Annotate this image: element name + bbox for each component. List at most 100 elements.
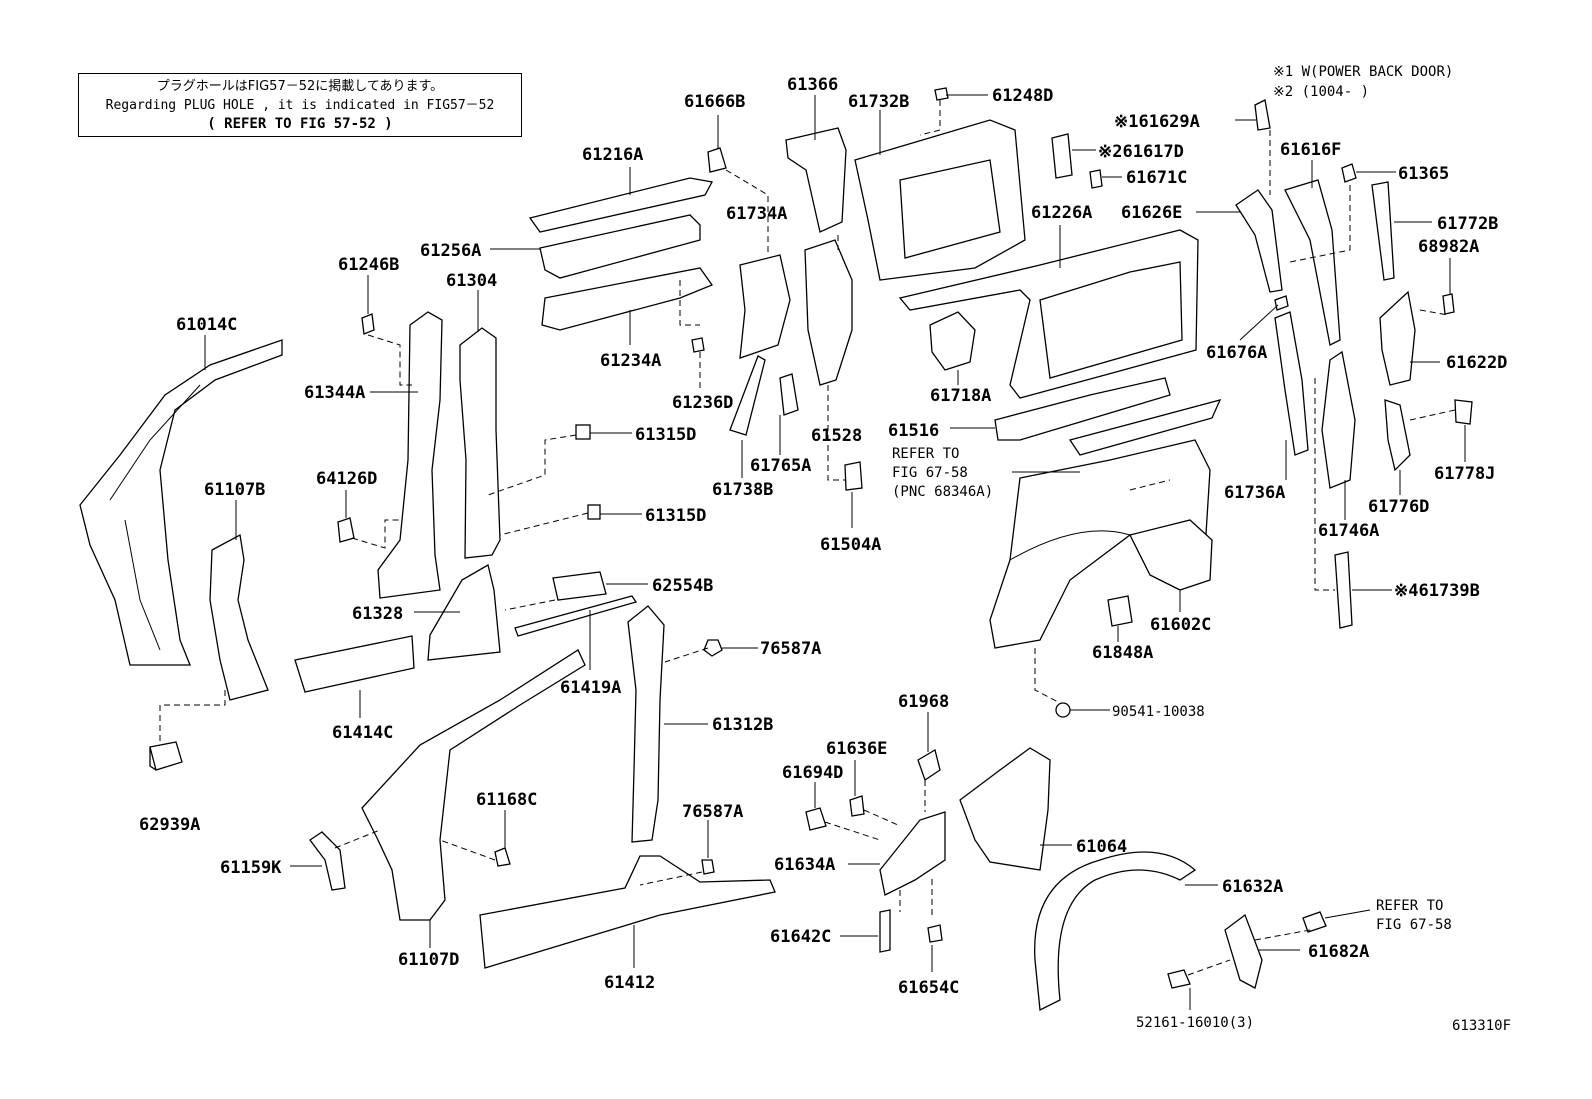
part-61504A	[844, 461, 863, 491]
note-line-en: Regarding PLUG HOLE , it is indicated in…	[105, 98, 495, 113]
label-61168C: 61168C	[476, 790, 537, 810]
leader-lines	[159, 94, 1466, 1010]
label-61528: 61528	[811, 426, 862, 446]
part-61778J	[1454, 399, 1473, 425]
label-61636E: 61636E	[826, 739, 887, 759]
part-61256A	[539, 214, 701, 279]
part-61516	[994, 377, 1171, 441]
part-61676A	[1274, 295, 1289, 311]
refer-left-line-2: FIG 67-58	[892, 465, 968, 481]
label-61256A: 61256A	[420, 241, 481, 261]
label-52161-16010: 52161-16010(3)	[1136, 1015, 1254, 1031]
part-61602C	[1129, 519, 1213, 591]
part-61159K	[309, 831, 346, 891]
part-61772B	[1371, 181, 1395, 281]
part-61312B	[627, 605, 665, 843]
part-61616F	[1284, 179, 1341, 346]
label-61234A: 61234A	[600, 351, 661, 371]
part-shapes	[79, 87, 1473, 1012]
part-61622D	[1379, 290, 1416, 386]
label-61315D-lower: 61315D	[645, 506, 706, 526]
label-61616F: 61616F	[1280, 140, 1341, 160]
part-61626E	[1235, 189, 1283, 293]
label-61848A: 61848A	[1092, 643, 1153, 663]
label-61634A: 61634A	[774, 855, 835, 875]
label-61107B: 61107B	[204, 480, 265, 500]
label-61064: 61064	[1076, 837, 1127, 857]
label-61617D: ※261617D	[1098, 142, 1184, 162]
label-76587A-lower: 76587A	[682, 802, 743, 822]
part-61107B	[209, 533, 269, 701]
label-76587A-upper: 76587A	[760, 639, 821, 659]
refer-right-line-2: FIG 67-58	[1376, 917, 1452, 933]
part-61738B	[729, 355, 766, 436]
note-line-jp: プラグホールはFIG57－52に掲載してあります。	[156, 79, 444, 94]
figure-id: 613310F	[1452, 1018, 1512, 1034]
part-61236D	[691, 337, 705, 353]
part-61248D	[934, 87, 949, 101]
refer-left-line-1: REFER TO	[892, 446, 959, 462]
label-61778J: 61778J	[1434, 464, 1495, 484]
part-61226A-window	[1039, 261, 1183, 379]
refer-right-line-1: REFER TO	[1376, 898, 1443, 914]
part-61304	[459, 327, 501, 559]
label-61304: 61304	[446, 271, 497, 291]
part-61732B-window	[899, 159, 1001, 259]
label-61412: 61412	[604, 973, 655, 993]
label-61248D: 61248D	[992, 86, 1053, 106]
label-61504A: 61504A	[820, 535, 881, 555]
label-68982A: 68982A	[1418, 237, 1479, 257]
part-quarter-lower	[989, 439, 1211, 649]
part-61671C	[1089, 169, 1103, 189]
part-61414C	[294, 635, 415, 693]
label-61968: 61968	[898, 692, 949, 712]
label-90541-10038: 90541-10038	[1112, 704, 1205, 720]
label-61776D: 61776D	[1368, 497, 1429, 517]
part-61528	[804, 239, 853, 386]
part-64126D	[337, 517, 355, 543]
part-61014C	[79, 339, 283, 666]
label-61738B: 61738B	[712, 480, 773, 500]
label-61236D: 61236D	[672, 393, 733, 413]
label-61765A: 61765A	[750, 456, 811, 476]
part-61365	[1341, 163, 1357, 183]
part-62554B	[552, 571, 607, 601]
part-61739B	[1334, 551, 1353, 629]
label-61772B: 61772B	[1437, 214, 1498, 234]
label-61734A: 61734A	[726, 204, 787, 224]
label-61419A: 61419A	[560, 678, 621, 698]
part-62939A	[149, 741, 183, 771]
part-52161-16010	[1167, 969, 1191, 989]
part-61636E	[849, 795, 865, 817]
label-61159K: 61159K	[220, 858, 282, 878]
legend-line-1: ※1 W(POWER BACK DOOR)	[1273, 64, 1454, 80]
part-clip-refer-67-58	[1302, 911, 1327, 933]
label-61516: 61516	[888, 421, 939, 441]
part-61968	[917, 748, 941, 782]
label-61216A: 61216A	[582, 145, 643, 165]
plug-hole-note: プラグホールはFIG57－52に掲載してあります。 Regarding PLUG…	[78, 73, 522, 137]
label-61344A: 61344A	[304, 383, 365, 403]
note-line-refer: ( REFER TO FIG 57-52 )	[207, 116, 393, 132]
part-61366	[785, 127, 847, 233]
label-61718A: 61718A	[930, 386, 991, 406]
label-61732B: 61732B	[848, 92, 909, 112]
part-61776D	[1384, 399, 1411, 472]
part-61064	[959, 747, 1051, 871]
label-61626E: 61626E	[1121, 203, 1182, 223]
part-61642C	[879, 909, 891, 953]
part-61694D	[805, 807, 827, 831]
label-61671C: 61671C	[1126, 168, 1187, 188]
label-61682A: 61682A	[1308, 942, 1369, 962]
part-61682A	[1224, 913, 1263, 989]
label-61676A: 61676A	[1206, 343, 1267, 363]
legend: ※1 W(POWER BACK DOOR) ※2 (1004- )	[1273, 62, 1453, 102]
part-76587A-upper	[703, 639, 723, 657]
part-labels: 61014C 61107B 62939A 61246B 61344A 64126…	[139, 75, 1507, 1031]
part-68982A	[1442, 293, 1455, 315]
part-61765A	[779, 373, 799, 416]
part-61315D-upper	[575, 424, 591, 440]
part-61666B	[707, 147, 727, 173]
label-61694D: 61694D	[782, 763, 843, 783]
label-61366: 61366	[787, 75, 838, 95]
